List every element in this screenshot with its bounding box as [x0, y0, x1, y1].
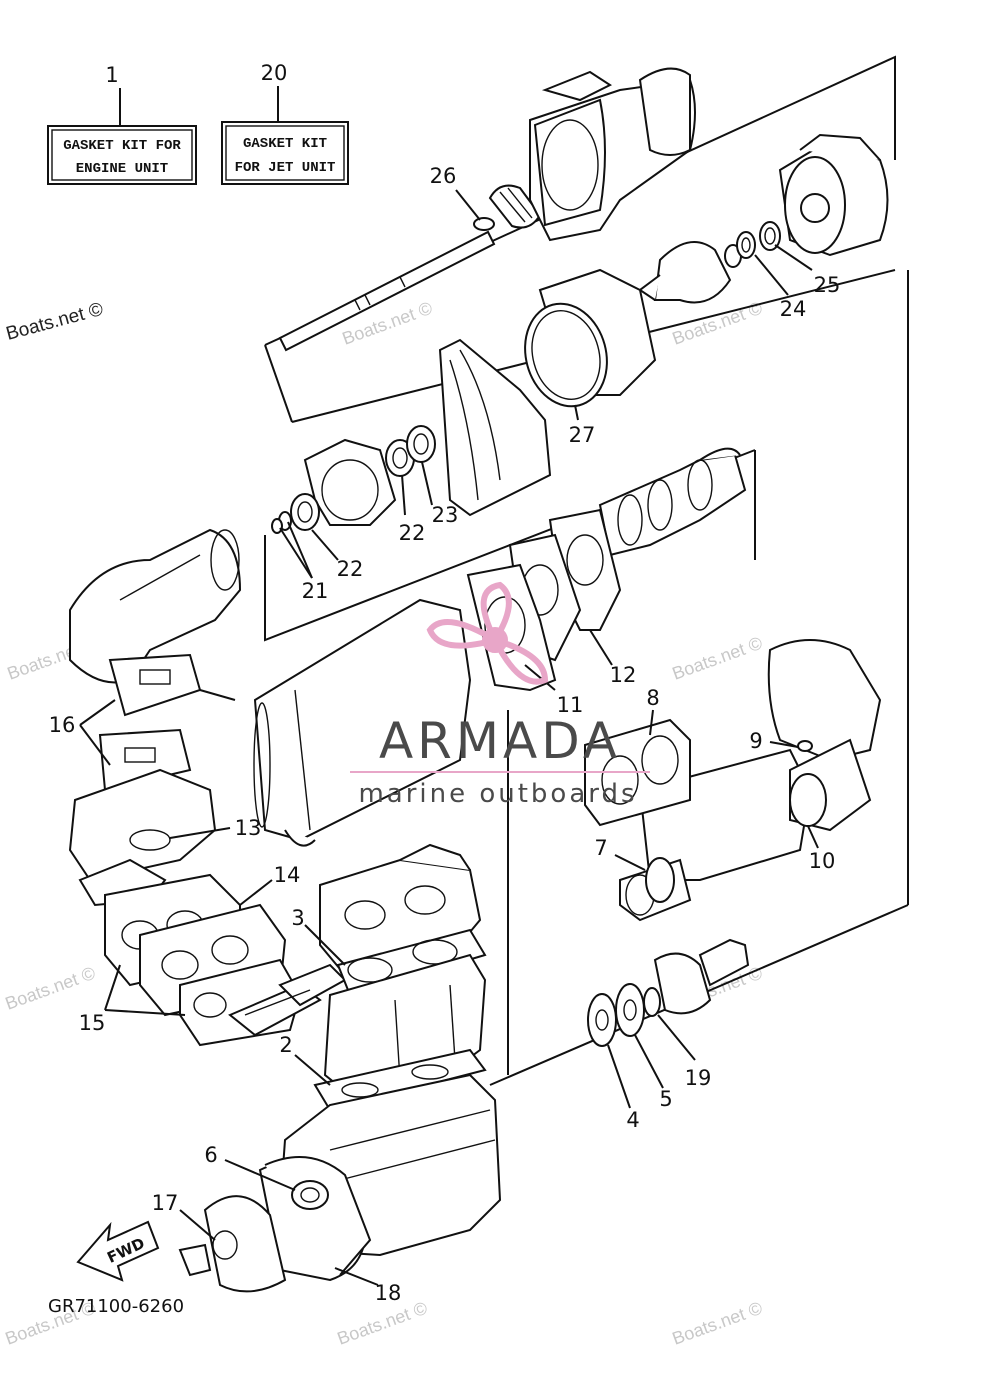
reed-valves — [228, 963, 347, 1037]
oil-seal-6 — [291, 1180, 329, 1210]
kit-label-line1: GASKET KIT FOR — [63, 138, 181, 154]
head-gasket-3 — [336, 928, 487, 997]
jet-nozzle — [778, 133, 889, 257]
brand-tagline: marine outboards — [358, 779, 637, 809]
washer-9 — [797, 740, 813, 752]
callout-6: 6 — [204, 1143, 217, 1167]
callout-labels: 26 25 24 27 22 23 22 21 12 11 16 8 9 13 … — [49, 164, 841, 1305]
magneto-cover — [178, 1156, 372, 1293]
intake-grate — [438, 338, 552, 517]
callout-22: 22 — [399, 521, 426, 545]
callout-18: 18 — [375, 1281, 402, 1305]
callout-27: 27 — [569, 423, 596, 447]
gasket-kit-engine: 1 GASKET KIT FOR ENGINE UNIT — [47, 63, 197, 185]
callout-10: 10 — [809, 849, 836, 873]
callout-16: 16 — [49, 713, 76, 737]
intake-gaskets-14 — [104, 873, 302, 1047]
seal-24 — [736, 231, 756, 259]
bearing-housing — [271, 425, 436, 534]
callout-17: 17 — [152, 1191, 179, 1215]
callout-3: 3 — [291, 906, 304, 930]
callout-8: 8 — [646, 686, 659, 710]
jet-pump-housing — [529, 67, 696, 242]
callout-14: 14 — [274, 863, 301, 887]
callout-7: 7 — [594, 836, 607, 860]
diagram-code: GR71100-6260 — [48, 1296, 184, 1317]
callout-23: 23 — [432, 503, 459, 527]
ring-27 — [524, 302, 608, 408]
impeller — [638, 221, 781, 304]
callout-4: 4 — [626, 1108, 639, 1132]
crankshaft — [598, 447, 747, 557]
callout-13: 13 — [235, 816, 262, 840]
drive-coupling — [587, 938, 750, 1047]
damper-4 — [587, 993, 617, 1047]
seal-25 — [759, 221, 781, 251]
seal-22 — [290, 493, 320, 531]
head-gaskets-12 — [508, 508, 622, 662]
watermark-text: Boats.net © — [3, 963, 98, 1014]
callout-19: 19 — [685, 1066, 712, 1090]
watermark-primary: Boats.net © — [4, 299, 106, 345]
kit-label-line1: GASKET KIT — [243, 136, 327, 152]
propeller-icon — [426, 581, 549, 685]
kit-label-line2: ENGINE UNIT — [76, 161, 168, 177]
washer-19 — [643, 987, 661, 1017]
callout-15: 15 — [79, 1011, 106, 1035]
callout-5: 5 — [659, 1087, 672, 1111]
damper-5 — [615, 983, 645, 1037]
callout-11: 11 — [557, 693, 584, 717]
o-ring-26 — [473, 217, 495, 231]
kit-label-line2: FOR JET UNIT — [235, 160, 336, 176]
gasket-kit-jet: 20 GASKET KIT FOR JET UNIT — [221, 61, 349, 185]
callout-24: 24 — [780, 297, 807, 321]
callout-22b: 22 — [337, 557, 364, 581]
waterbox — [253, 598, 472, 847]
drive-shaft — [278, 217, 496, 352]
bearing-23 — [406, 425, 436, 463]
kit-number: 1 — [105, 63, 118, 87]
brand-name: ARMADA — [379, 712, 621, 770]
armada-logo: ARMADA marine outboards — [350, 581, 650, 809]
watermark-text: Boats.net © — [670, 1298, 765, 1349]
manifold-gaskets-16 — [98, 653, 236, 792]
kit-number: 20 — [261, 61, 288, 85]
gasket-10 — [789, 773, 827, 827]
callout-2: 2 — [279, 1033, 292, 1057]
watermark-text: Boats.net © — [670, 633, 765, 684]
fwd-arrow-icon: FWD — [76, 1220, 160, 1282]
callout-12: 12 — [610, 663, 637, 687]
callout-25: 25 — [814, 273, 841, 297]
exhaust-elbow — [69, 528, 242, 684]
gasket-7 — [645, 857, 675, 903]
intake-duct — [524, 268, 657, 408]
callout-21: 21 — [302, 579, 329, 603]
base-gasket-2 — [313, 1048, 487, 1112]
leader-lines — [79, 189, 819, 1286]
callout-26: 26 — [430, 164, 457, 188]
callout-9: 9 — [749, 729, 762, 753]
watermark-text: Boats.net © — [335, 1298, 430, 1349]
